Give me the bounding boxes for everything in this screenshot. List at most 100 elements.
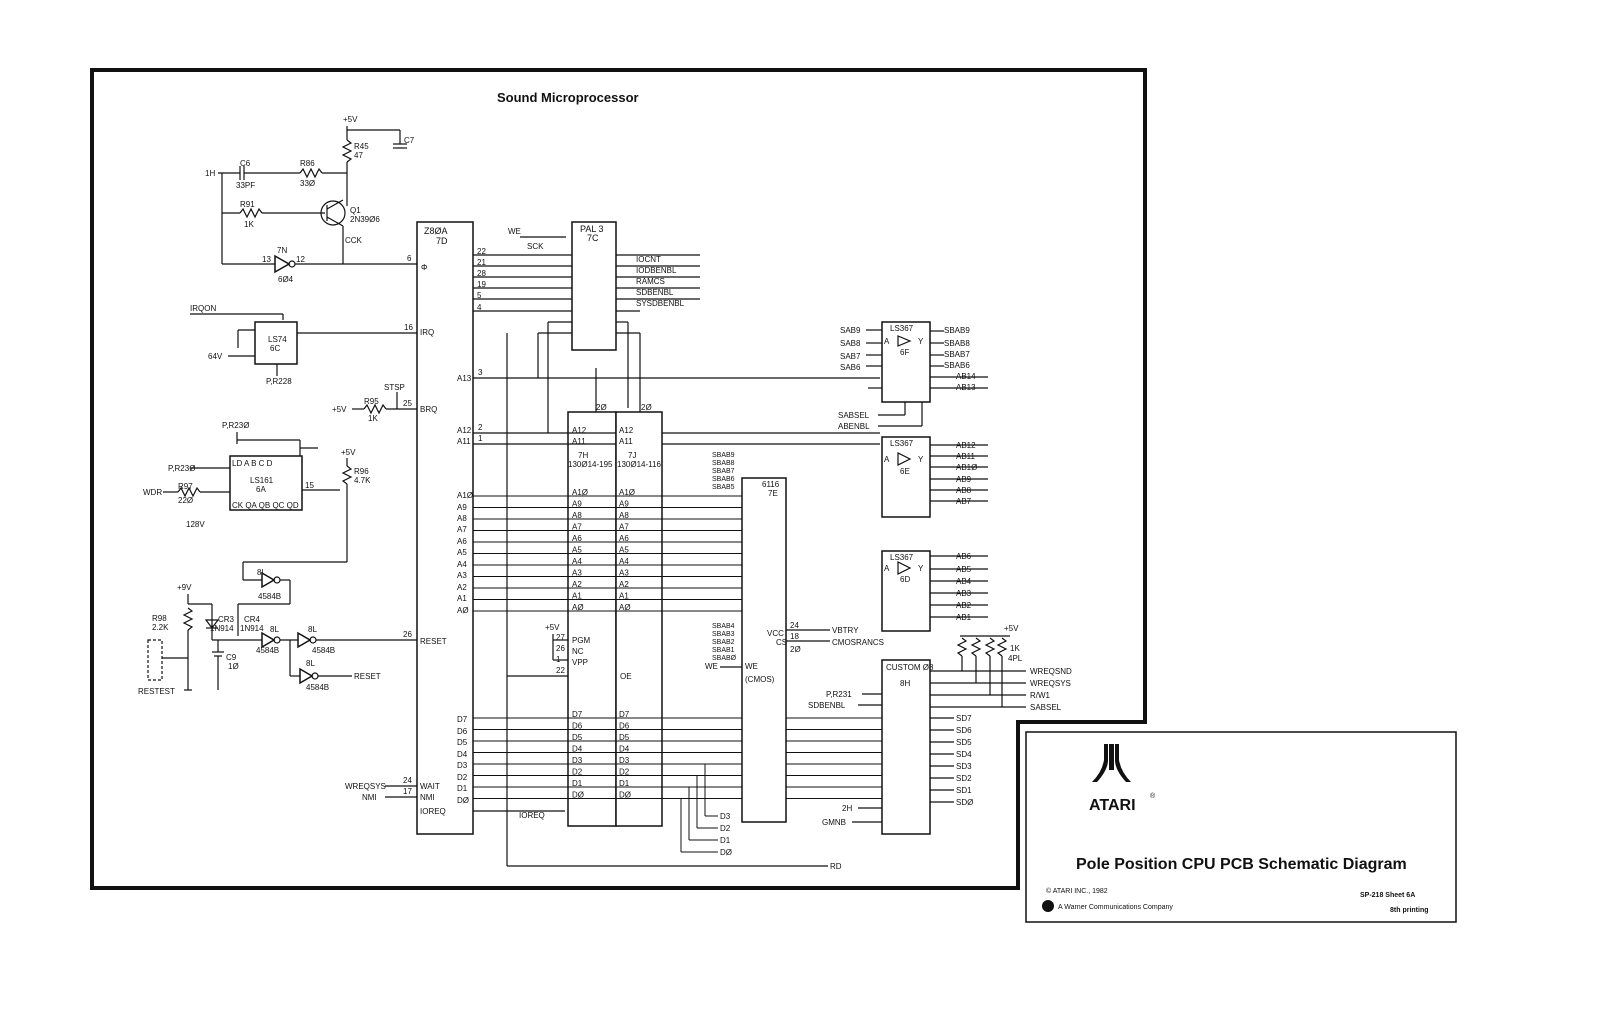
company: A Warner Communications Company [1058, 904, 1173, 911]
svg-text:15: 15 [305, 481, 314, 490]
svg-text:SBAB1: SBAB1 [712, 647, 735, 654]
rom2-addr-label: A1 [619, 592, 629, 601]
svg-text:28: 28 [477, 269, 486, 278]
svg-text:SD2: SD2 [956, 774, 972, 783]
svg-text:WREQSYS: WREQSYS [345, 782, 386, 791]
svg-text:7E: 7E [768, 489, 778, 498]
svg-text:IODBENBL: IODBENBL [636, 266, 677, 275]
svg-text:(CMOS): (CMOS) [745, 675, 775, 684]
svg-text:LS74: LS74 [268, 335, 287, 344]
printing: 8th printing [1390, 907, 1429, 914]
svg-text:SD3: SD3 [956, 762, 972, 771]
svg-text:D2: D2 [457, 773, 468, 782]
rom2-data-label: D2 [619, 768, 630, 777]
svg-text:1: 1 [478, 434, 483, 443]
svg-text:P,R23Ø: P,R23Ø [168, 464, 195, 473]
svg-text:GMNB: GMNB [822, 818, 846, 827]
svg-text:VBTRY: VBTRY [832, 626, 859, 635]
ram-power: VCC 24 VBTRY CS 18 CMOSRANCS 2Ø [767, 621, 884, 654]
rom2-addr-label: A6 [619, 534, 629, 543]
svg-text:SAB9: SAB9 [840, 326, 861, 335]
svg-text:WAIT: WAIT [420, 782, 440, 791]
data-tap-label: DØ [720, 848, 732, 857]
svg-text:2: 2 [478, 423, 483, 432]
svg-text:1K: 1K [368, 414, 378, 423]
rom1-data-label: D3 [572, 756, 583, 765]
svg-text:A: A [884, 337, 890, 346]
rom1-addr-label: A1Ø [572, 488, 588, 497]
svg-text:3: 3 [478, 368, 483, 377]
svg-text:A5: A5 [457, 548, 467, 557]
svg-text:RESET: RESET [354, 672, 381, 681]
svg-text:33PF: 33PF [236, 181, 255, 190]
svg-text:7D: 7D [436, 236, 448, 246]
buffer-6d: LS367 6D A Y [881, 550, 931, 632]
svg-text:IOREQ: IOREQ [519, 811, 545, 820]
svg-text:25: 25 [403, 399, 412, 408]
counter-ls161: P,R23Ø LD A B C D LS161 6A CK QA QB QC Q… [143, 421, 371, 580]
svg-text:D5: D5 [457, 738, 468, 747]
svg-text:+9V: +9V [177, 583, 192, 592]
sbab-labels: SBAB9 SBAB8 SBAB7 SBAB6 SBAB5 SBAB4 SBAB… [712, 452, 737, 662]
rom2-addr-label: A4 [619, 557, 629, 566]
rom2-addr-label: A1Ø [619, 488, 635, 497]
svg-text:AØ: AØ [457, 606, 469, 615]
svg-text:WREQSND: WREQSND [1030, 667, 1072, 676]
svg-text:A12: A12 [572, 426, 587, 435]
svg-text:4584B: 4584B [306, 683, 329, 692]
svg-text:NC: NC [572, 647, 584, 656]
svg-text:7N: 7N [277, 246, 287, 255]
svg-text:SBAB2: SBAB2 [712, 639, 735, 646]
svg-text:+5V: +5V [332, 405, 347, 414]
svg-text:16: 16 [404, 323, 413, 332]
svg-text:SAB8: SAB8 [840, 339, 861, 348]
svg-text:SBAB6: SBAB6 [712, 476, 735, 483]
svg-text:1Ø: 1Ø [228, 662, 239, 671]
rom2-addr-label: AØ [619, 603, 631, 612]
svg-text:4584B: 4584B [258, 592, 281, 601]
svg-text:A13: A13 [457, 374, 472, 383]
svg-text:LS367: LS367 [890, 553, 914, 562]
copyright: © ATARI INC., 1982 [1046, 887, 1108, 895]
svg-text:VPP: VPP [572, 658, 588, 667]
rom1-data-label: D2 [572, 768, 583, 777]
svg-text:WE: WE [705, 662, 718, 671]
buffer-labels: SAB9 SAB8 SAB7 SAB6 SBAB9 SBAB8 SBAB7 SB… [838, 326, 988, 622]
svg-text:SAB6: SAB6 [840, 363, 861, 372]
svg-text:D1: D1 [457, 784, 468, 793]
svg-text:R/W1: R/W1 [1030, 691, 1051, 700]
cpu-z80: Z8ØA 7D Φ IRQ BRQ RESET WAIT NMI IOREQ A… [416, 221, 474, 835]
brq-pullup: +5V R95 1K STSP 25 [332, 383, 417, 423]
title-block: ATARI ® Pole Position CPU PCB Schematic … [1025, 731, 1457, 923]
svg-text:26: 26 [556, 644, 565, 653]
buffer-6e: LS367 6E A Y [881, 436, 931, 518]
svg-text:6: 6 [407, 254, 412, 263]
svg-text:CS: CS [776, 638, 787, 647]
svg-text:7J: 7J [628, 451, 636, 460]
svg-text:A11: A11 [457, 437, 471, 446]
svg-text:7C: 7C [587, 233, 599, 243]
svg-text:LS367: LS367 [890, 439, 914, 448]
rom2-data-label: D4 [619, 745, 630, 754]
svg-text:8H: 8H [900, 679, 910, 688]
svg-text:CR4: CR4 [244, 615, 261, 624]
svg-text:C6: C6 [240, 159, 251, 168]
pal-7c: PAL 3 7C WE SCK 22 21 28 19 5 4 IOCNT IO… [473, 221, 700, 408]
resistor-pack: +5V 1K 4PL [956, 624, 1023, 707]
rom2-addr-label: A9 [619, 500, 629, 509]
svg-text:RESET: RESET [420, 637, 447, 646]
clock-section: +5V R45 47 C7 1H C6 33PF R86 33Ø R91 1K … [205, 115, 417, 284]
svg-text:R91: R91 [240, 200, 255, 209]
rom1-data-label: D6 [572, 722, 583, 731]
svg-text:64V: 64V [208, 352, 223, 361]
svg-text:SABSEL: SABSEL [838, 411, 870, 420]
svg-text:17: 17 [403, 787, 412, 796]
svg-text:D6: D6 [457, 727, 468, 736]
svg-text:7H: 7H [578, 451, 588, 460]
svg-text:SDBENBL: SDBENBL [808, 701, 846, 710]
svg-text:+5V: +5V [545, 623, 560, 632]
rom1-addr-label: A2 [572, 580, 582, 589]
rom2-addr-label: A2 [619, 580, 629, 589]
svg-text:OE: OE [620, 672, 632, 681]
svg-text:BRQ: BRQ [420, 405, 437, 414]
